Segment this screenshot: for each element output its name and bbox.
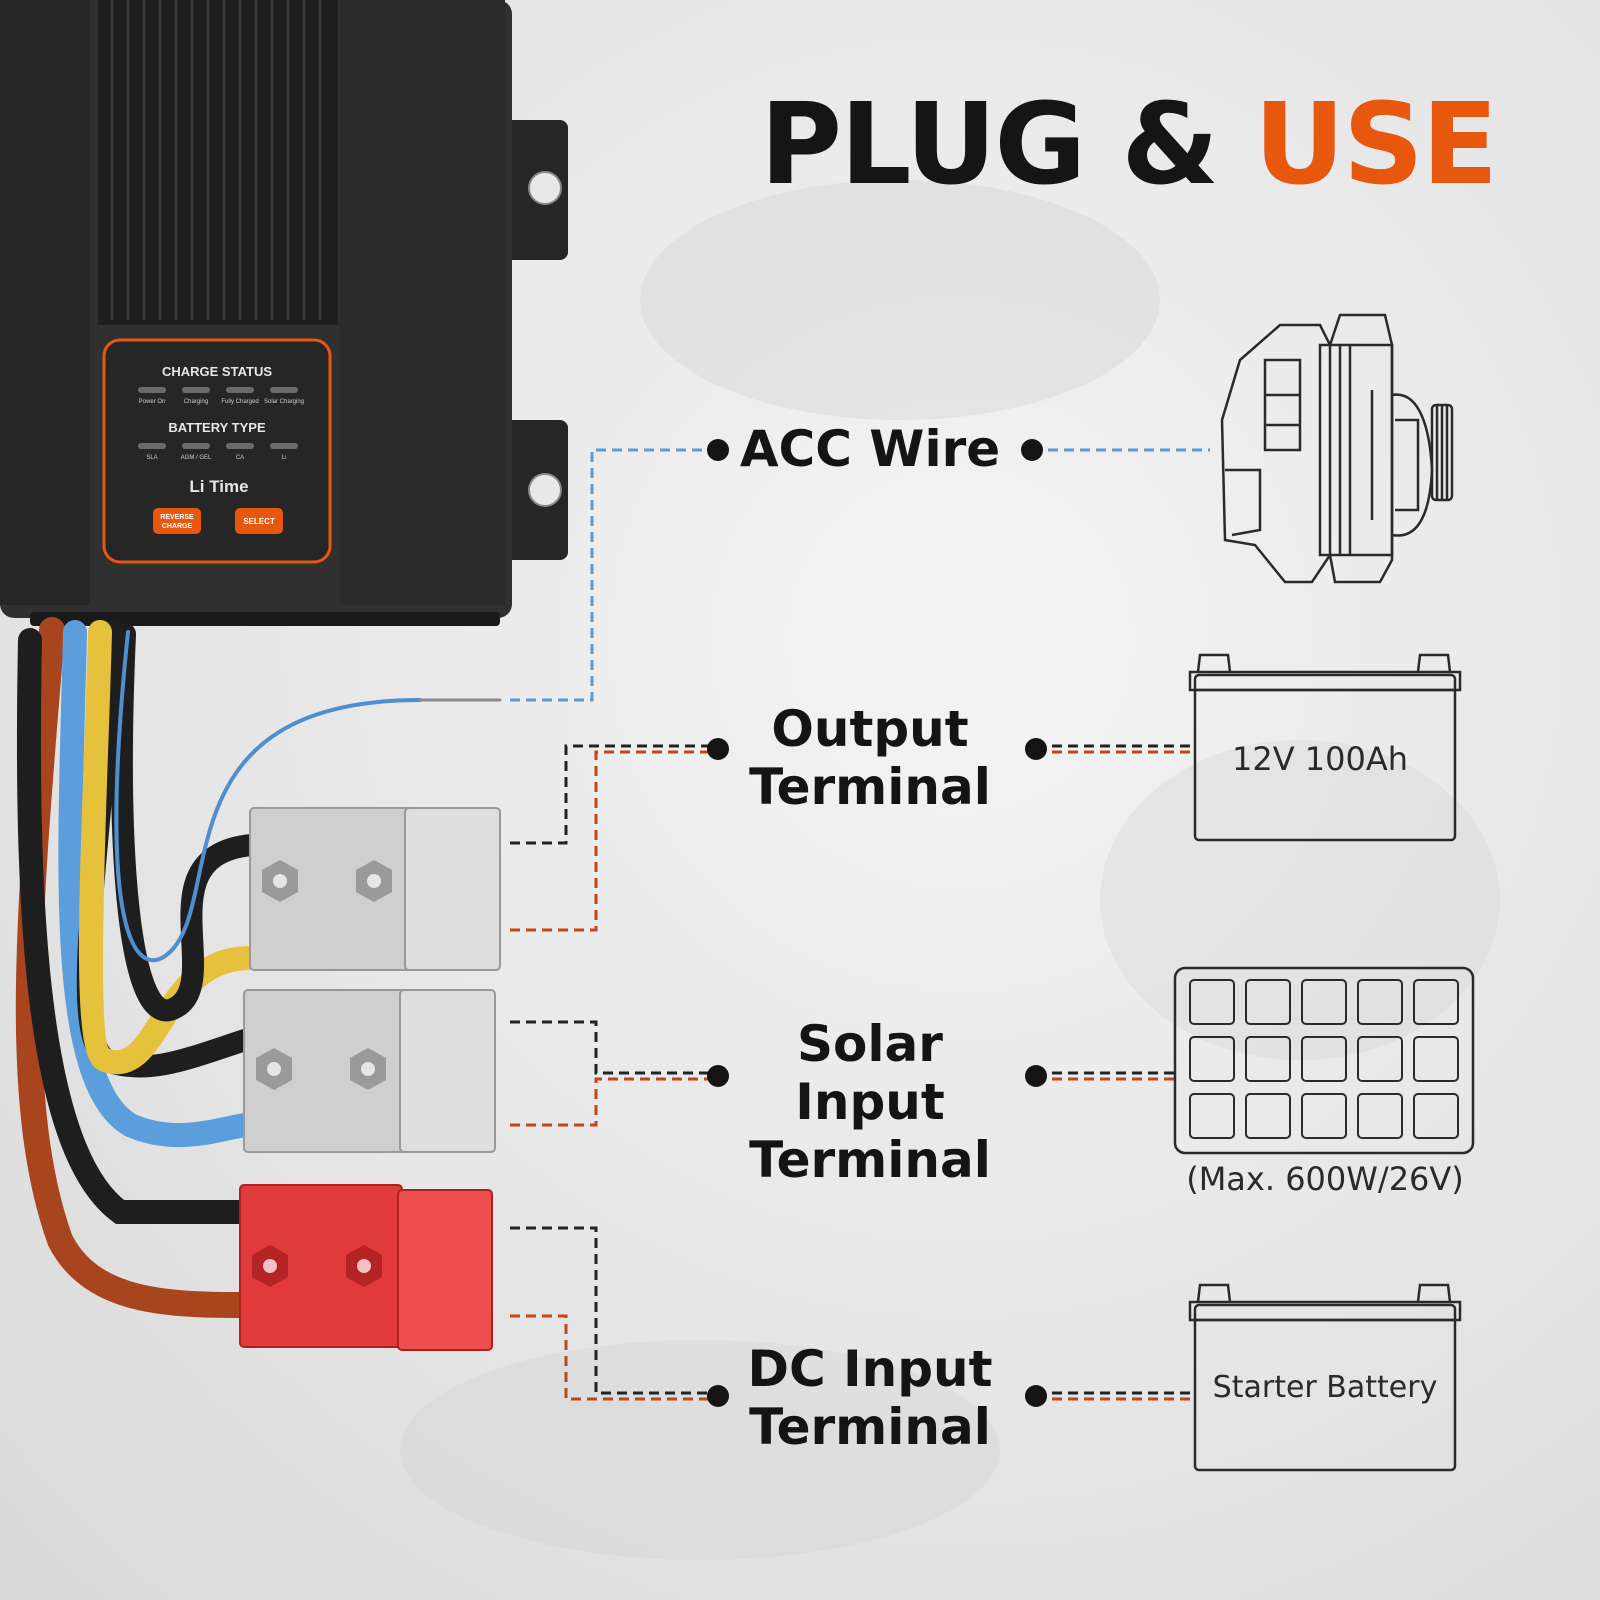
solar-panel-icon — [1173, 966, 1475, 1155]
dc-negative-leader — [510, 1226, 718, 1395]
solar-cell — [1357, 1036, 1403, 1082]
starter-battery-label: Starter Battery — [1212, 1370, 1438, 1405]
battery-type-leds: SLA AGM / GEL CA Li — [138, 443, 298, 461]
solar-cell — [1413, 1093, 1459, 1139]
acc-wire-label: ACC Wire — [720, 420, 1020, 478]
bottom-bracket-screw — [528, 473, 562, 507]
solar-connector — [243, 989, 496, 1153]
acc-wire-label-line-1: ACC Wire — [739, 420, 1001, 478]
solar-cell — [1301, 979, 1347, 1025]
solar-cell — [1189, 1093, 1235, 1139]
battery-type-led-2 — [226, 443, 254, 449]
battery-type-led-label-1: AGM / GEL — [181, 455, 212, 461]
output-dot-right — [1025, 738, 1047, 760]
top-bracket-screw — [528, 171, 562, 205]
solar-dot-right — [1025, 1065, 1047, 1087]
charge-status-led-label-2: Fully Charged — [221, 399, 258, 405]
solar-negative-leader — [510, 1020, 718, 1075]
blue-cable — [58, 620, 257, 1148]
reverse-button-label-2: CHARGE — [162, 523, 193, 530]
battery-type-led-1 — [182, 443, 210, 449]
charge-status-led-label-3: Solar Charging — [264, 399, 304, 405]
dc-connector — [239, 1184, 493, 1351]
output-connector — [249, 807, 501, 971]
battery-type-led-3 — [270, 443, 298, 449]
control-panel — [102, 338, 332, 564]
house-battery-icon — [1188, 653, 1462, 842]
charge-status-led-2 — [226, 387, 254, 393]
output-negative-leader — [510, 744, 718, 845]
solar-dot-left — [707, 1065, 729, 1087]
dc-terminal-line-2: Terminal — [749, 1398, 991, 1456]
dc-dot-right — [1025, 1385, 1047, 1407]
charge-status-leds: Power On Charging Fully Charged Solar Charg… — [138, 387, 304, 405]
solar-cell — [1245, 1093, 1291, 1139]
heatsink — [98, 0, 338, 325]
charge-status-led-3 — [270, 387, 298, 393]
solar-max-note: (Max. 600W/26V) — [1186, 1160, 1464, 1198]
solar-cell — [1357, 1093, 1403, 1139]
output-terminal-line-2: Terminal — [749, 758, 991, 816]
battery-type-led-label-3: Li — [282, 455, 287, 461]
charge-status-led-label-1: Charging — [184, 399, 208, 405]
leader-lines — [510, 448, 1210, 1401]
dc-positive-leader — [510, 1314, 718, 1401]
output-positive-leader — [510, 750, 718, 932]
alternator-icon — [1220, 313, 1454, 584]
solar-cell — [1357, 979, 1403, 1025]
dc-dot-left — [707, 1385, 729, 1407]
heatsink-fins — [110, 0, 322, 320]
acc-dot-left — [707, 439, 729, 461]
select-button[interactable] — [235, 508, 283, 534]
reverse-button-label-1: REVERSE — [160, 514, 194, 521]
charge-status-led-1 — [182, 387, 210, 393]
reverse-charge-button[interactable] — [153, 508, 201, 534]
solar-cell — [1245, 979, 1291, 1025]
house-battery-label: 12V 100Ah — [1231, 740, 1409, 778]
acc-wire — [114, 630, 422, 963]
acc-left-leader — [510, 448, 718, 702]
battery-type-led-label-0: SLA — [146, 455, 157, 461]
battery-type-label: BATTERY TYPE — [168, 420, 266, 435]
select-button-label: SELECT — [243, 517, 275, 526]
solar-cell — [1245, 1036, 1291, 1082]
solar-input-terminal-label: Solar Input Terminal — [720, 1015, 1020, 1189]
charge-status-label: CHARGE STATUS — [162, 364, 272, 379]
starter-battery-icon — [1188, 1283, 1462, 1472]
junction-dots — [707, 439, 1047, 1407]
battery-type-led-0 — [138, 443, 166, 449]
solar-positive-leader — [510, 1077, 718, 1127]
page-headline: PLUG & USE — [760, 80, 1498, 210]
charge-status-led-0 — [138, 387, 166, 393]
solar-terminal-line-2: Terminal — [749, 1131, 991, 1189]
headline-part-2: USE — [1254, 80, 1498, 210]
black-cable-dc — [16, 628, 257, 1224]
solar-terminal-line-1: Solar Input — [795, 1015, 945, 1131]
output-terminal-label: Output Terminal — [720, 700, 1020, 816]
output-dot-left — [707, 738, 729, 760]
cables — [15, 617, 502, 1318]
output-terminal-line-1: Output — [771, 700, 969, 758]
solar-cell — [1189, 1036, 1235, 1082]
solar-cell — [1301, 1036, 1347, 1082]
charge-status-led-label-0: Power On — [139, 399, 166, 405]
acc-dot-right — [1021, 439, 1043, 461]
brand-logo: Li Time — [189, 477, 248, 496]
solar-cell — [1413, 1036, 1459, 1082]
dc-input-terminal-label: DC Input Terminal — [720, 1340, 1020, 1456]
solar-cell — [1189, 979, 1235, 1025]
headline-part-1: PLUG & — [760, 80, 1219, 210]
solar-cell — [1413, 979, 1459, 1025]
solar-cell — [1301, 1093, 1347, 1139]
battery-type-led-label-2: CA — [236, 455, 244, 461]
dc-terminal-line-1: DC Input — [747, 1340, 993, 1398]
solar-panel-cells — [1189, 979, 1459, 1139]
